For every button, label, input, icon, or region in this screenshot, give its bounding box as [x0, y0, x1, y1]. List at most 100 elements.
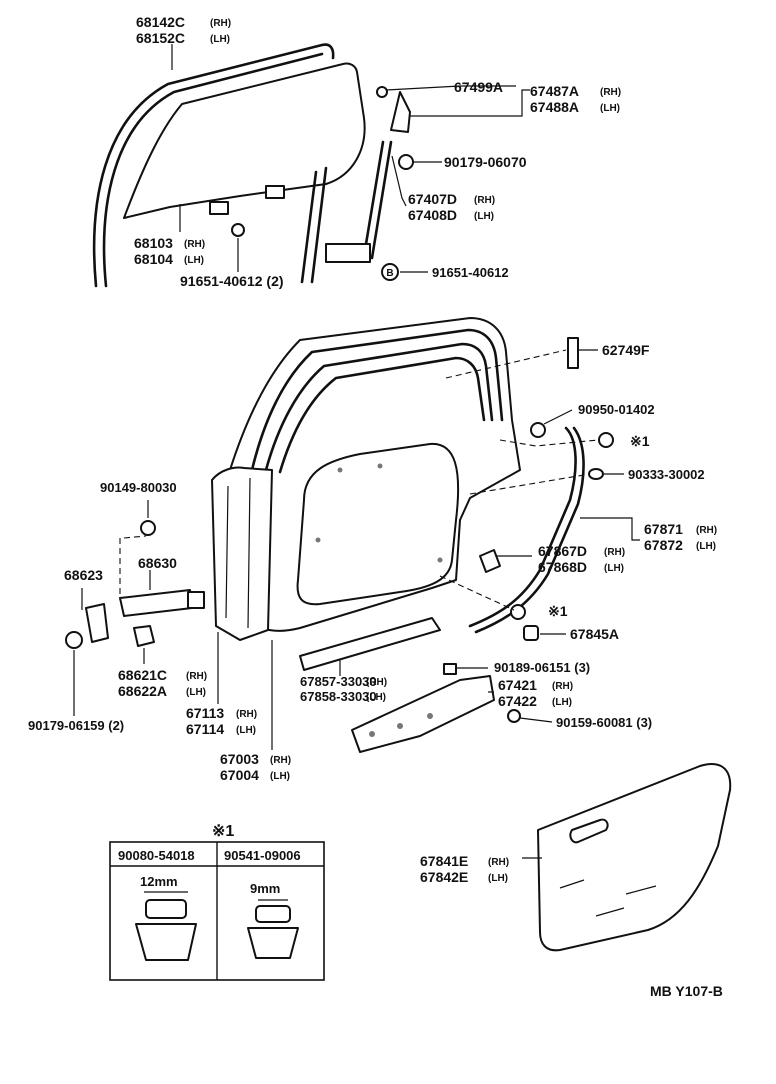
- label-90950-01402: 90950-01402: [578, 402, 655, 417]
- label-67868D: 67868D: [538, 559, 587, 575]
- svg-text:(LH): (LH): [696, 541, 716, 552]
- mark-1-lower: ※1: [548, 603, 568, 619]
- clip-45-icon: [523, 625, 539, 641]
- bolt-b-mark: B: [386, 268, 393, 279]
- label-68621C: 68621C: [118, 667, 167, 683]
- svg-text:(LH): (LH): [270, 771, 290, 782]
- label-68630: 68630: [138, 555, 177, 571]
- striker-screw-icon: [140, 520, 156, 536]
- glass-bolt-icon: [231, 223, 245, 237]
- label-67871: 67871: [644, 521, 683, 537]
- svg-text:(RH): (RH): [184, 239, 205, 250]
- label-67845A: 67845A: [570, 626, 619, 642]
- svg-text:(RH): (RH): [210, 18, 231, 29]
- label-67003: 67003: [220, 751, 259, 767]
- small-plug-icon: [588, 468, 604, 480]
- legend-title: ※1: [212, 823, 234, 840]
- label-67422: 67422: [498, 693, 537, 709]
- svg-text:(RH): (RH): [236, 709, 257, 720]
- label-67407D: 67407D: [408, 191, 457, 207]
- hinge-plate-part: [351, 675, 495, 753]
- label-67872: 67872: [644, 537, 683, 553]
- plug-icon: [530, 422, 546, 438]
- svg-text:(LH): (LH): [236, 725, 256, 736]
- legend-col1-part: 90080-54018: [118, 848, 195, 863]
- label-67408D: 67408D: [408, 207, 457, 223]
- door-shell-part: [229, 317, 521, 632]
- hinge-screw-icon: [507, 709, 521, 723]
- svg-text:(LH): (LH): [366, 692, 386, 703]
- svg-text:(LH): (LH): [604, 563, 624, 574]
- svg-text:(LH): (LH): [474, 211, 494, 222]
- label-67867D: 67867D: [538, 543, 587, 559]
- svg-text:(LH): (LH): [186, 687, 206, 698]
- weatherstrip-clip-icon: [479, 549, 501, 573]
- bolt-b-icon: [381, 263, 399, 281]
- leader-lines: [73, 44, 640, 859]
- weatherstrip-part: [468, 426, 585, 634]
- mark-1-upper: ※1: [630, 433, 650, 449]
- label-68622A: 68622A: [118, 683, 167, 699]
- label-67487A: 67487A: [530, 83, 579, 99]
- label-90149-80030: 90149-80030: [100, 480, 177, 495]
- legend-col1-size: 12mm: [140, 874, 178, 889]
- svg-text:(RH): (RH): [270, 755, 291, 766]
- glass-run-part: [92, 43, 335, 288]
- label-68104: 68104: [134, 251, 173, 267]
- svg-text:(RH): (RH): [600, 87, 621, 98]
- svg-text:(RH): (RH): [366, 677, 387, 688]
- label-90159-60081-3: 90159-60081 (3): [556, 715, 652, 730]
- diagram-code: MB Y107-B: [650, 983, 723, 999]
- bracket-screw-icon: [376, 86, 388, 98]
- label-67858-33030: 67858-33030: [300, 689, 377, 704]
- label-90179-06070: 90179-06070: [444, 154, 527, 170]
- nut-icon: [65, 631, 83, 649]
- label-67842E: 67842E: [420, 869, 468, 885]
- pad-part: [567, 337, 579, 369]
- svg-text:(RH): (RH): [474, 195, 495, 206]
- clip-legend-table: ※1 90080-54018 90541-09006 12mm 9mm: [109, 823, 325, 981]
- clip-hole-icon: [443, 663, 457, 675]
- label-90333-30002: 90333-30002: [628, 467, 705, 482]
- window-glass-part: [123, 62, 366, 219]
- label-67114: 67114: [186, 721, 224, 737]
- door-frame-outer-part: [211, 466, 273, 641]
- svg-text:(LH): (LH): [600, 103, 620, 114]
- svg-text:(RH): (RH): [552, 681, 573, 692]
- label-68142C: 68142C: [136, 14, 185, 30]
- label-67421: 67421: [498, 677, 537, 693]
- svg-text:(RH): (RH): [186, 671, 207, 682]
- label-67857-33030: 67857-33030: [300, 674, 377, 689]
- label-68152C: 68152C: [136, 30, 185, 46]
- svg-text:(LH): (LH): [184, 255, 204, 266]
- label-67113: 67113: [186, 705, 224, 721]
- svg-text:(RH): (RH): [488, 857, 509, 868]
- clip-icon: [398, 154, 414, 170]
- svg-text:(RH): (RH): [696, 525, 717, 536]
- trim-board-part: [537, 763, 732, 952]
- lock-assembly-part: [85, 589, 205, 647]
- clip-upper-icon: [598, 432, 614, 448]
- label-91651-40612-2: 91651-40612 (2): [180, 273, 284, 289]
- legend-col2-size: 9mm: [250, 881, 280, 896]
- label-90189-06151-3: 90189-06151 (3): [494, 660, 590, 675]
- label-90179-06159-2: 90179-06159 (2): [28, 718, 124, 733]
- svg-text:(LH): (LH): [488, 873, 508, 884]
- bottom-seal-part: [299, 617, 441, 671]
- label-68103: 68103: [134, 235, 173, 251]
- division-bar-part: [300, 140, 393, 284]
- svg-text:(LH): (LH): [552, 697, 572, 708]
- label-62749F: 62749F: [602, 342, 650, 358]
- svg-text:(LH): (LH): [210, 34, 230, 45]
- svg-text:(RH): (RH): [604, 547, 625, 558]
- label-67004: 67004: [220, 767, 259, 783]
- part-labels: 68142C (RH) 68152C (LH) 68103 (RH) 68104…: [28, 14, 723, 999]
- clip-lower-icon: [510, 604, 526, 620]
- label-68623: 68623: [64, 567, 103, 583]
- corner-piece-part: [390, 91, 411, 133]
- label-67841E: 67841E: [420, 853, 468, 869]
- label-91651-40612: 91651-40612: [432, 265, 509, 280]
- label-67488A: 67488A: [530, 99, 579, 115]
